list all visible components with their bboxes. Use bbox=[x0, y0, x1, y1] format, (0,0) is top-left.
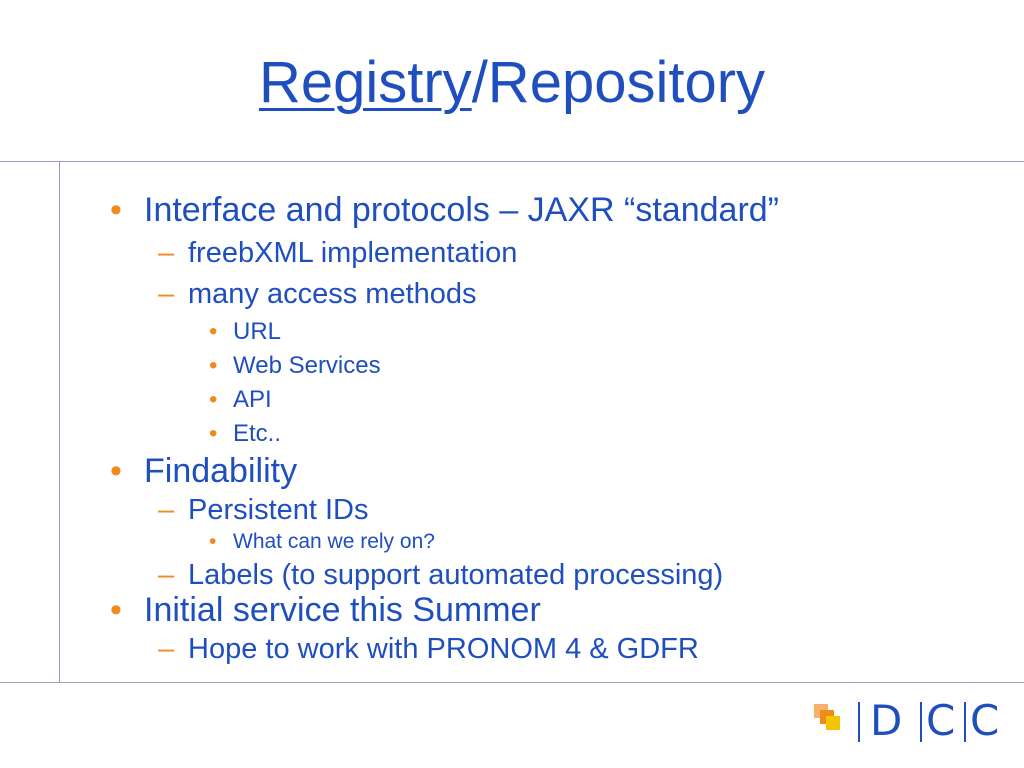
dash-marker: – bbox=[158, 494, 175, 526]
bullet-text: freebXML implementation bbox=[188, 237, 518, 269]
dash-marker: – bbox=[158, 559, 175, 591]
top-divider bbox=[0, 161, 1024, 162]
bullet-text: many access methods bbox=[188, 278, 477, 310]
bullet-marker: • bbox=[209, 352, 218, 379]
bullet-text: Labels (to support automated processing) bbox=[188, 559, 724, 591]
bullet-item: • URL bbox=[209, 317, 282, 347]
bullet-marker: • bbox=[110, 191, 122, 229]
bullet-text: Findability bbox=[144, 452, 298, 490]
dcc-logo: D C C bbox=[812, 696, 1012, 745]
bullet-item: – Hope to work with PRONOM 4 & GDFR bbox=[158, 632, 699, 666]
bullet-item: • Interface and protocols – JAXR “standa… bbox=[110, 190, 779, 230]
logo-separator bbox=[964, 702, 966, 742]
bullet-marker: • bbox=[209, 386, 218, 413]
bullet-marker: • bbox=[110, 452, 122, 490]
bullet-text: Initial service this Summer bbox=[144, 591, 541, 629]
logo-letter: D bbox=[870, 696, 903, 745]
bullet-text: Web Services bbox=[233, 352, 381, 379]
bullet-text: URL bbox=[233, 318, 282, 345]
dash-marker: – bbox=[158, 278, 175, 310]
logo-separator bbox=[920, 702, 922, 742]
bullet-item: • Etc.. bbox=[209, 419, 282, 449]
bullet-text: Hope to work with PRONOM 4 & GDFR bbox=[188, 633, 699, 665]
bullet-item: • Web Services bbox=[209, 351, 381, 381]
bullet-text: Interface and protocols – JAXR “standard… bbox=[144, 191, 779, 229]
bullet-item: – Labels (to support automated processin… bbox=[158, 558, 724, 592]
title-rest: /Repository bbox=[471, 50, 766, 115]
bullet-marker: • bbox=[209, 530, 217, 553]
bullet-marker: • bbox=[209, 420, 218, 447]
bullet-marker: • bbox=[110, 591, 122, 629]
title-link[interactable]: Registry bbox=[258, 50, 472, 115]
left-divider bbox=[59, 161, 60, 683]
bullet-text: Persistent IDs bbox=[188, 494, 369, 526]
dash-marker: – bbox=[158, 633, 175, 665]
dash-marker: – bbox=[158, 237, 175, 269]
bullet-text: What can we rely on? bbox=[233, 530, 435, 553]
bullet-text: API bbox=[233, 386, 272, 413]
logo-letter: C bbox=[926, 696, 956, 745]
bottom-divider bbox=[0, 682, 1024, 683]
bullet-marker: • bbox=[209, 318, 218, 345]
bullet-item: – many access methods bbox=[158, 277, 477, 311]
bullet-item: • What can we rely on? bbox=[209, 529, 435, 555]
bullet-item: • Initial service this Summer bbox=[110, 590, 541, 630]
slide-title: Registry/Repository bbox=[0, 48, 1024, 118]
logo-separator bbox=[858, 702, 860, 742]
bullet-text: Etc.. bbox=[233, 420, 282, 447]
bullet-item: – Persistent IDs bbox=[158, 493, 369, 527]
bullet-item: • API bbox=[209, 385, 272, 415]
bullet-item: – freebXML implementation bbox=[158, 236, 518, 270]
logo-letter: C bbox=[970, 696, 1000, 745]
bullet-item: • Findability bbox=[110, 451, 298, 491]
